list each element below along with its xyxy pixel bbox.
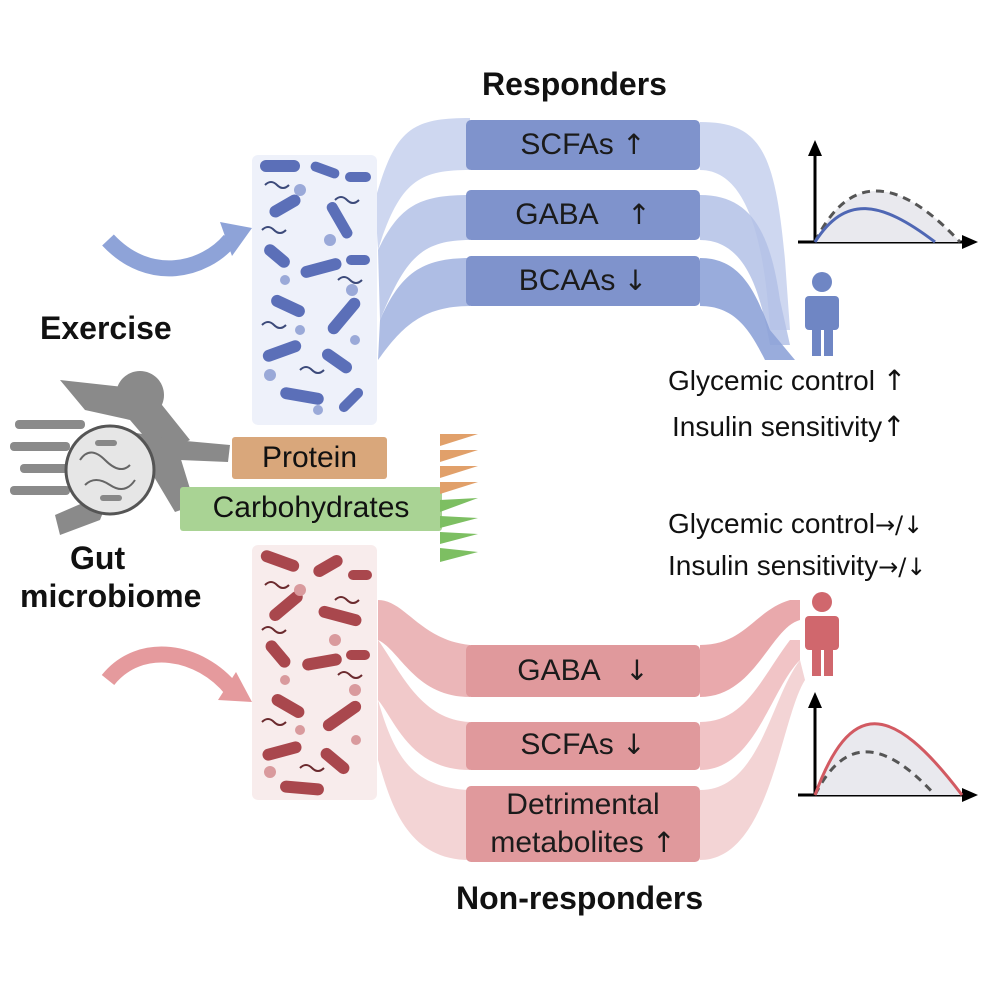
responder-response-curve <box>813 207 936 244</box>
nonresponder-box-3-label-line2: metabolites ↑ <box>490 826 676 859</box>
responder-box-1 <box>466 120 700 170</box>
responder-box-2 <box>466 190 700 240</box>
protein-label: Protein <box>261 441 358 474</box>
responder-box-3-label: BCAAs ↓ <box>518 264 648 297</box>
responder-reference-curve <box>813 189 962 244</box>
responder-curve-area <box>815 190 960 242</box>
responder-outcome-insulin: Insulin sensitivity↑ <box>672 410 906 443</box>
gut-label-line2: microbiome <box>20 578 202 614</box>
responders-title: Responders <box>482 66 667 102</box>
arrow-up-icon: ↑ <box>882 410 906 443</box>
gut-microbiome-sphere-icon <box>64 424 156 516</box>
nonresponder-curved-arrow <box>101 646 252 702</box>
responder-glucose-plot <box>798 140 978 249</box>
nonresponder-glucose-plot <box>798 692 978 802</box>
nonresponder-ribbons-left <box>378 600 470 860</box>
arrow-down-icon: ↓ <box>625 654 649 687</box>
responder-microbiome-column <box>252 155 377 425</box>
responder-ribbons-right <box>700 122 795 360</box>
responder-box-1-label: SCFAs ↑ <box>520 128 646 161</box>
arrow-up-icon: ↑ <box>627 198 651 231</box>
responder-box-2-label: GABA ↑ <box>515 198 651 231</box>
nonresponder-microbiome-column <box>252 545 377 800</box>
carbohydrates-bar <box>180 487 442 531</box>
protein-bar <box>232 437 387 479</box>
nonresponder-person-icon <box>805 592 839 676</box>
nonresponder-outcome-insulin: Insulin sensitivity→/↓ <box>668 550 927 581</box>
gut-label-line1: Gut <box>70 540 126 576</box>
responder-box-3 <box>466 256 700 306</box>
responder-outcome-glycemic: Glycemic control ↑ <box>668 364 907 397</box>
nonresponder-box-1-label: GABA ↓ <box>517 654 649 687</box>
arrow-right-slash-down-icon: →/↓ <box>878 553 927 581</box>
nonresponder-box-1 <box>466 645 700 697</box>
nonresponder-box-2 <box>466 722 700 770</box>
arrow-up-icon: ↑ <box>882 364 907 397</box>
nonresponder-curve-area <box>815 723 962 795</box>
nonresponder-ribbons-right <box>700 600 805 860</box>
responder-curved-arrow <box>102 222 252 277</box>
nonresponder-box-3 <box>466 786 700 862</box>
nonresponders-title: Non-responders <box>456 880 704 916</box>
carbohydrates-label: Carbohydrates <box>212 491 410 524</box>
nonresponder-response-curve <box>813 722 964 796</box>
exercise-label: Exercise <box>40 310 172 346</box>
responder-ribbons-left <box>375 118 470 360</box>
nonresponder-box-3-label-line1: Detrimental <box>506 788 660 821</box>
arrow-right-slash-down-icon: →/↓ <box>874 511 924 539</box>
arrow-up-icon: ↑ <box>652 826 676 859</box>
arrow-down-icon: ↓ <box>623 264 648 297</box>
arrow-down-icon: ↓ <box>622 728 646 761</box>
nonresponder-reference-curve <box>813 750 937 797</box>
protein-wedge-indicators <box>440 434 478 494</box>
nonresponder-outcome-glycemic: Glycemic control→/↓ <box>668 508 924 539</box>
carbohydrates-wedge-indicators <box>440 498 478 562</box>
arrow-up-icon: ↑ <box>622 128 646 161</box>
responder-person-icon <box>805 272 839 356</box>
nonresponder-box-2-label: SCFAs ↓ <box>520 728 646 761</box>
